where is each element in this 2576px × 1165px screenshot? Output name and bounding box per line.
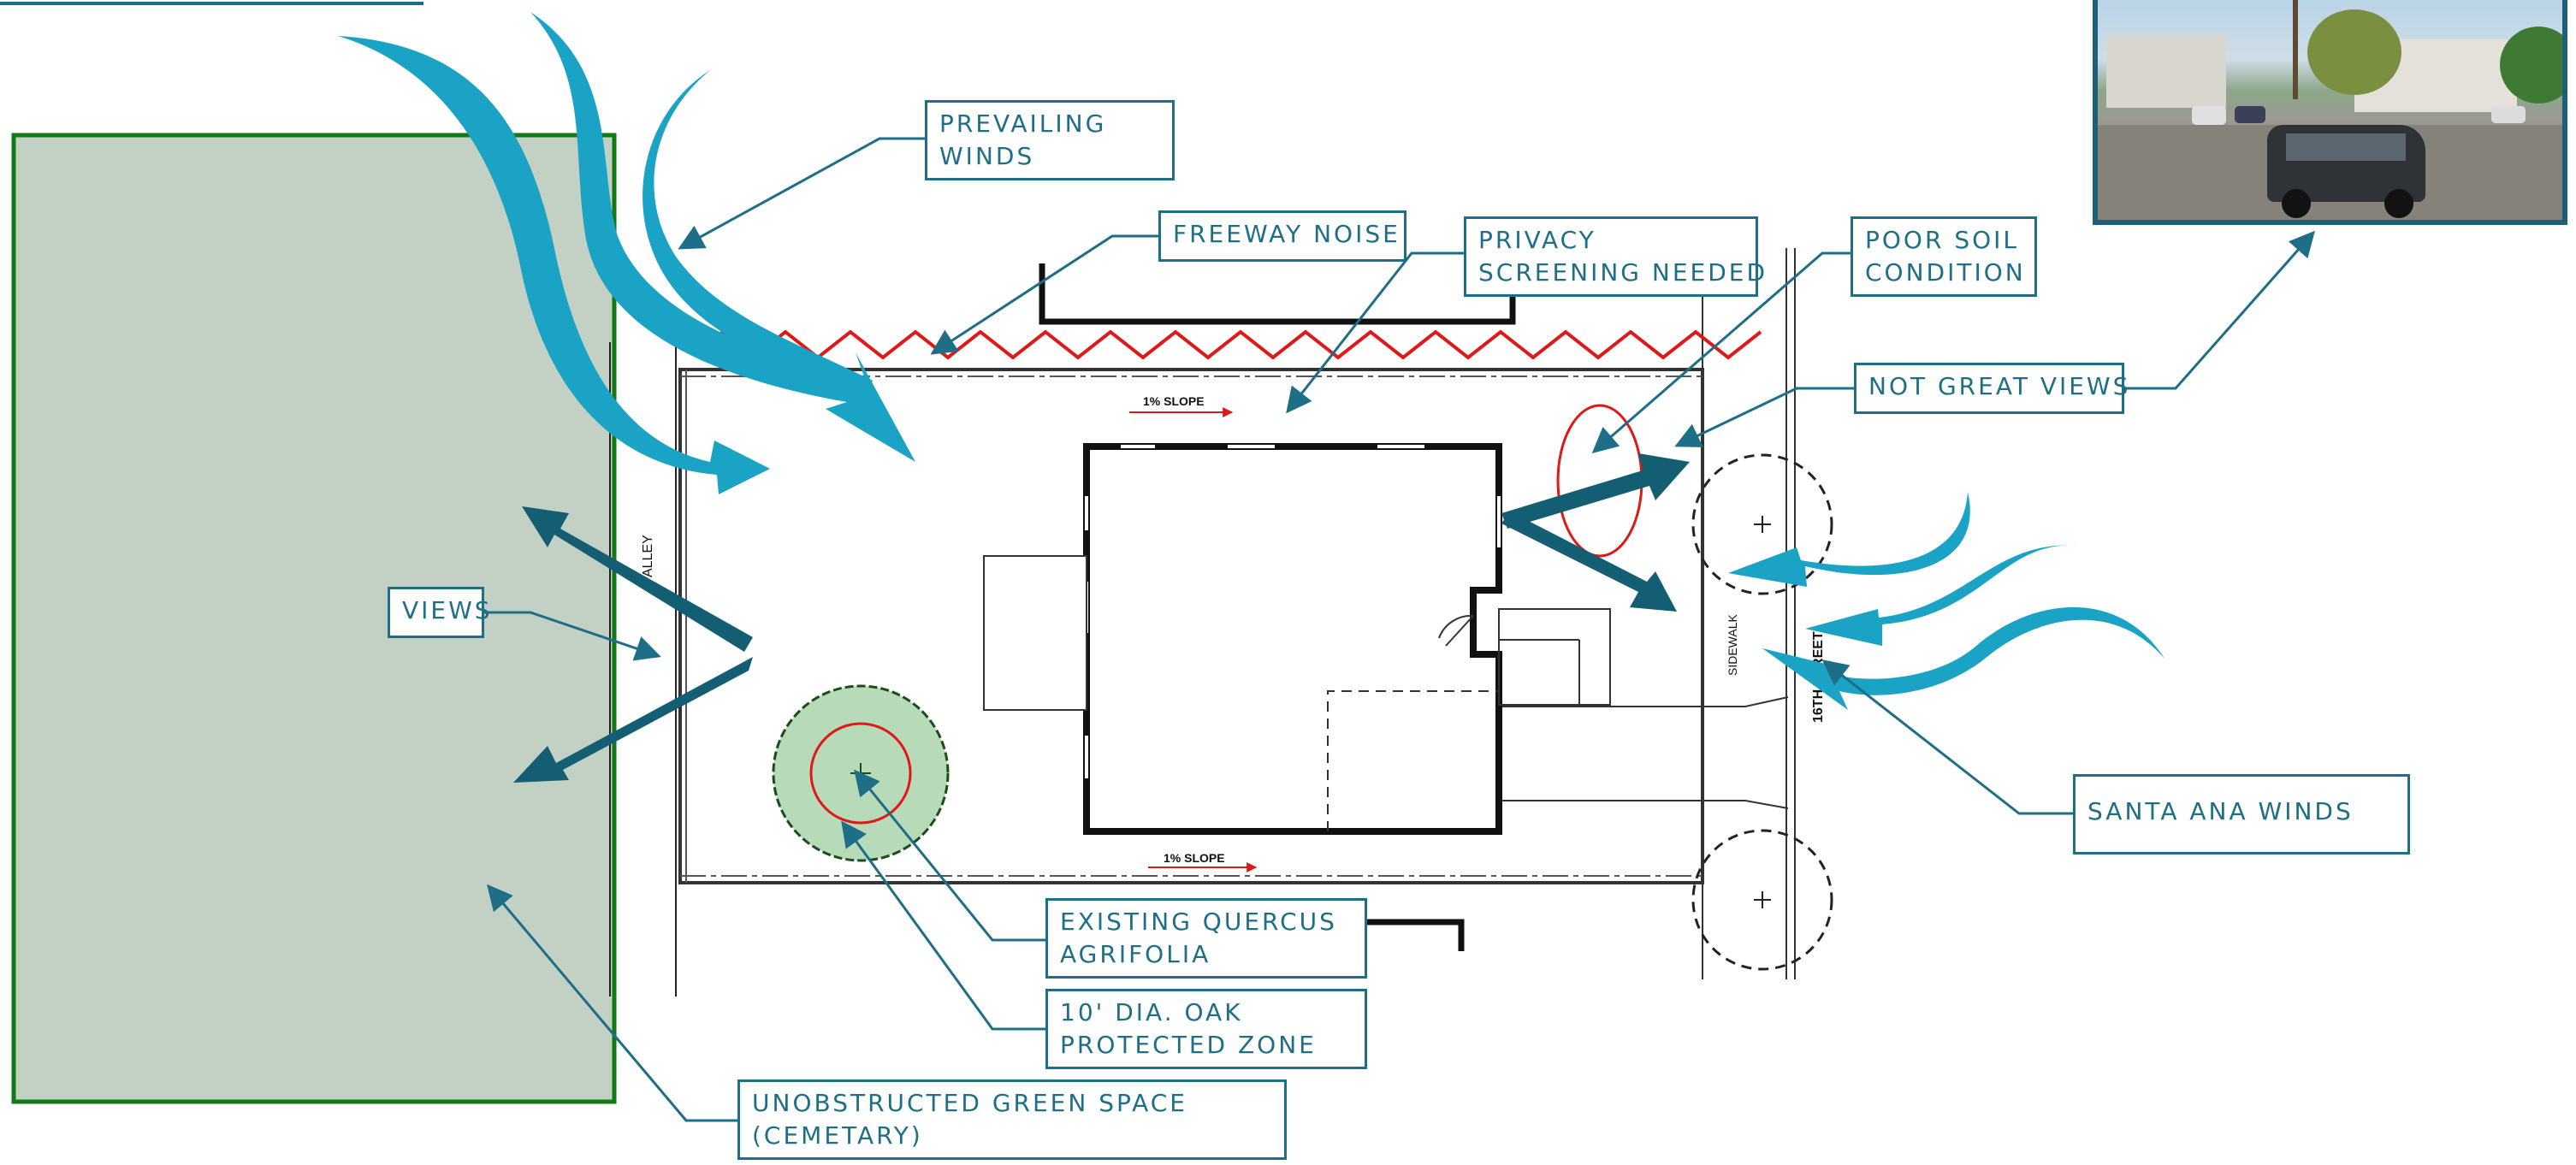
green-space-cemetery [11,133,617,1104]
leader-santa-ana [1821,659,2073,815]
photo-tree-canopy [2307,9,2401,95]
view-arrow-west-down [513,657,753,783]
prevailing-winds-arrows [338,12,915,494]
leader-freeway-noise [930,234,1158,355]
left-porch [983,555,1087,711]
leader-privacy [1286,251,1464,414]
leader-views [484,611,661,661]
house-footprint [1083,443,1502,835]
driveway-bottom-edge [1501,800,1789,809]
photo-tree-right [2500,27,2562,103]
driveway-top-edge [1501,696,1789,707]
wind-swoosh-2 [530,12,915,462]
view-arrow-east-up [1501,453,1690,529]
callout-prevailing-winds: PREVAILING WINDS [925,100,1175,180]
slope-label-bottom: 1% SLOPE [1164,851,1225,865]
santa-ana-swoosh-3 [1762,606,2164,710]
street-tree-north [1691,453,1833,595]
front-steps [1498,608,1611,706]
freeway-noise-zigzag [719,329,1762,360]
view-arrow-west-up [522,506,753,652]
callout-privacy-screening: PRIVACY SCREENING NEEDED [1464,216,1765,297]
santa-ana-swoosh-1 [1728,492,1970,587]
callout-existing-quercus: EXISTING QUERCUS AGRIFOLIA [1045,898,1367,979]
view-arrow-east-down [1501,512,1677,612]
wind-swoosh-1 [338,36,770,494]
privacy-screen-wall [1039,263,1516,325]
santa-ana-winds-arrows [1728,492,2164,710]
leader-prevailing-winds [678,137,925,250]
wind-swoosh-3 [643,70,873,402]
callout-santa-ana-winds: SANTA ANA WINDS [2073,774,2410,855]
door-swing [1438,614,1474,639]
photo-building-left [2106,35,2226,108]
leader-oak-zone [841,820,1045,1031]
leader-quercus [854,769,1045,942]
leader-lines [484,137,2315,1122]
sidewalk-label: SIDEWALK [1726,614,1739,676]
callout-oak-protected-zone: 10' DIA. OAK PROTECTED ZONE [1045,989,1367,1069]
leader-photo [2124,230,2315,390]
leader-green-space [487,884,737,1122]
street-tree-south [1691,829,1833,971]
leader-not-great-views [1674,387,1854,447]
callout-green-space: UNOBSTRUCTED GREEN SPACE (CEMETARY) [737,1079,1287,1160]
santa-ana-swoosh-2 [1805,545,2079,646]
street-view-photo [2093,0,2567,225]
alley-label: ALLEY [641,535,655,577]
callout-poor-soil: POOR SOIL CONDITION [1851,216,2037,297]
leader-poor-soil [1591,251,1851,453]
callout-views: VIEWS [388,587,490,638]
callout-not-great-views: NOT GREAT VIEWS [1854,363,2128,414]
view-arrows [513,453,1690,783]
slope-label-top: 1% SLOPE [1143,394,1205,408]
garage-outline-dashed [1327,690,1499,831]
callout-freeway-noise: FREEWAY NOISE [1158,210,1406,262]
photo-palm-tree [2293,0,2298,99]
